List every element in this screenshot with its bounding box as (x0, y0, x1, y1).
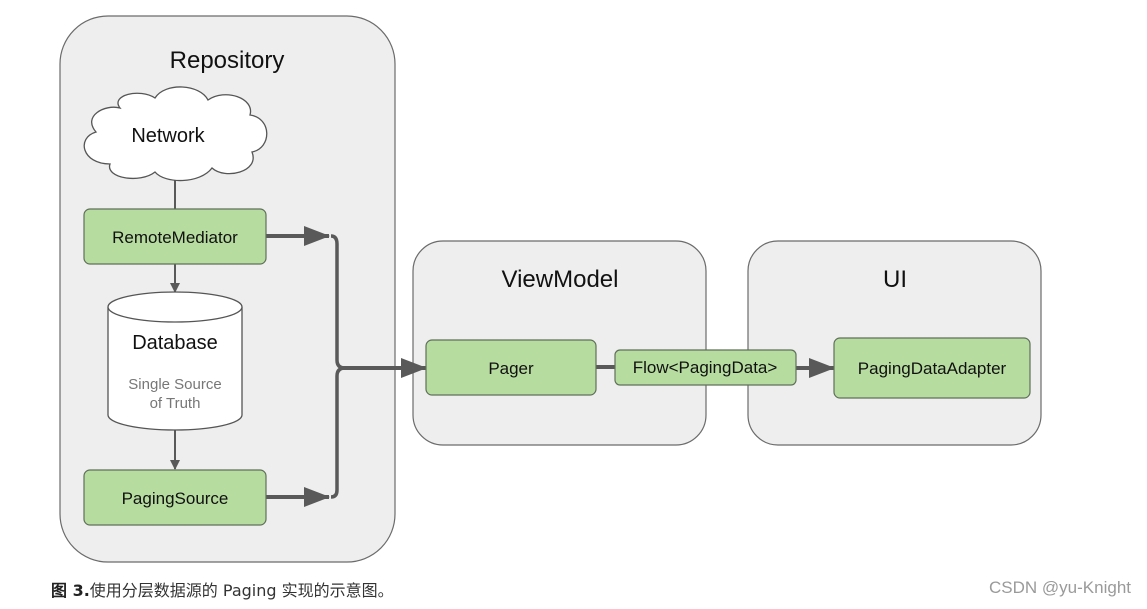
remote-mediator-node: RemoteMediator (83, 208, 267, 265)
database-subtitle-line2: of Truth (150, 395, 201, 412)
repository-title: Repository (170, 47, 285, 74)
viewmodel-title: ViewModel (502, 266, 619, 293)
ui-title: UI (883, 266, 907, 293)
paging-source-node: PagingSource (83, 469, 267, 526)
figure-caption-text: 使用分层数据源的 Paging 实现的示意图。 (89, 581, 394, 600)
flow-node: Flow<PagingData> (614, 349, 797, 386)
pager-label: Pager (488, 359, 534, 378)
network-cloud: Network (83, 86, 268, 182)
figure-caption-label: 图 3. (51, 581, 90, 600)
figure-caption: 图 3.使用分层数据源的 Paging 实现的示意图。 (51, 577, 394, 601)
paging-data-adapter-label: PagingDataAdapter (858, 359, 1007, 378)
pager-node: Pager (425, 339, 597, 396)
flow-label: Flow<PagingData> (633, 358, 778, 377)
paging-data-adapter-node: PagingDataAdapter (833, 337, 1031, 399)
database-node: Database Single Source of Truth (107, 291, 243, 431)
network-label: Network (131, 125, 205, 147)
csdn-watermark: CSDN @yu-Knight (989, 578, 1131, 597)
database-subtitle-line1: Single Source (128, 376, 221, 393)
paging-source-label: PagingSource (122, 489, 229, 508)
database-label: Database (132, 332, 218, 354)
remote-mediator-label: RemoteMediator (112, 228, 238, 247)
